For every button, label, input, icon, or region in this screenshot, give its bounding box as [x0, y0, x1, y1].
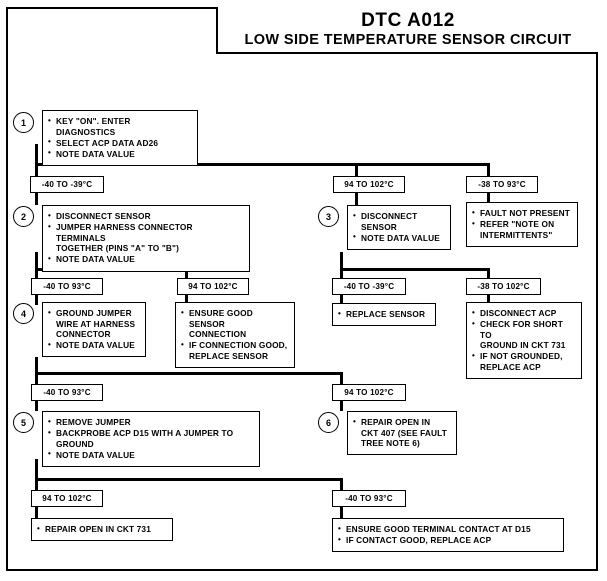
- range-label-94-to-102: 94 TO 102°C: [333, 176, 405, 193]
- connector-bus1-to-range1: [35, 163, 38, 176]
- connector-bus2right-to-rangeC: [340, 268, 343, 278]
- step-number-1: 1: [13, 112, 34, 133]
- box-step-5: REMOVE JUMPER BACKPROBE ACP D15 WITH A J…: [42, 411, 260, 467]
- connector-rangeD-to-acp: [487, 294, 490, 305]
- step-number-3: 3: [318, 206, 339, 227]
- box-fault-not-present: FAULT NOT PRESENT REFER "NOTE ON INTERMI…: [466, 202, 578, 247]
- box-terminal-item: ENSURE GOOD TERMINAL CONTACT AT D15: [338, 524, 557, 535]
- box-replace-sensor-item: REPLACE SENSOR: [338, 309, 429, 320]
- box-repair-open-ckt731: REPAIR OPEN IN CKT 731: [31, 518, 173, 542]
- bus-row1: [35, 163, 490, 166]
- connector-step4-down: [35, 357, 38, 379]
- box-step-1-item: KEY "ON". ENTER DIAGNOSTICS: [48, 115, 191, 137]
- step-number-6: 6: [318, 412, 339, 433]
- range-label-minus38-to-93: -38 TO 93°C: [466, 176, 538, 193]
- connector-range4right-to-terminal: [340, 506, 343, 518]
- connector-range4left-to-repair: [35, 506, 38, 518]
- box-terminal-item: IF CONTACT GOOD, REPLACE ACP: [338, 535, 557, 546]
- range-label-r2-minus38-to-102: -38 TO 102°C: [466, 278, 541, 295]
- box-fault-item: REFER "NOTE ON INTERMITTENTS": [472, 219, 571, 240]
- bus-row3: [35, 372, 343, 375]
- box-acp-item: CHECK FOR SHORT TO GROUND IN CKT 731: [472, 319, 575, 351]
- range-label-r2-94-to-102: 94 TO 102°C: [177, 278, 249, 295]
- box-ensure-item: IF CONNECTION GOOD, REPLACE SENSOR: [181, 340, 288, 361]
- box-step-2-item: NOTE DATA VALUE: [48, 254, 243, 265]
- connector-rangeA-to-step4: [35, 294, 38, 305]
- box-step-3: DISCONNECT SENSOR NOTE DATA VALUE: [347, 205, 451, 250]
- connector-bus2left-to-rangeA: [35, 268, 38, 278]
- connector-step3-down: [340, 252, 343, 270]
- box-step-2: DISCONNECT SENSOR JUMPER HARNESS CONNECT…: [42, 205, 250, 272]
- connector-bus1-to-range3: [487, 163, 490, 176]
- box-acp-item: DISCONNECT ACP: [472, 308, 575, 319]
- connector-range1-to-step2: [35, 192, 38, 205]
- box-step-5-item: REMOVE JUMPER: [48, 417, 253, 428]
- box-repair-item: REPAIR OPEN IN CKT 731: [37, 524, 166, 535]
- step-number-2: 2: [13, 206, 34, 227]
- title-block: DTC A012 LOW SIDE TEMPERATURE SENSOR CIR…: [216, 7, 598, 54]
- box-ensure-item: ENSURE GOOD SENSOR CONNECTION: [181, 308, 288, 340]
- step-number-5: 5: [13, 412, 34, 433]
- box-step-2-item: DISCONNECT SENSOR: [48, 211, 243, 222]
- connector-range3right-to-step6: [340, 400, 343, 411]
- box-step-1-item: SELECT ACP DATA AD26: [48, 137, 191, 149]
- bus-row2-right: [340, 268, 490, 271]
- box-step-1: KEY "ON". ENTER DIAGNOSTICS SELECT ACP D…: [42, 110, 198, 166]
- range-label-minus40-to-minus39: -40 TO -39°C: [30, 176, 104, 193]
- range-label-r4-94-to-102: 94 TO 102°C: [31, 490, 103, 507]
- dtc-code: DTC A012: [361, 9, 455, 31]
- range-label-r2-minus40-to-minus39: -40 TO -39°C: [332, 278, 406, 295]
- range-label-r2-minus40-to-93: -40 TO 93°C: [31, 278, 103, 295]
- range-label-r3-minus40-to-93: -40 TO 93°C: [31, 384, 103, 401]
- connector-bus4-to-range4left: [35, 478, 38, 490]
- circuit-subtitle: LOW SIDE TEMPERATURE SENSOR CIRCUIT: [244, 31, 572, 48]
- box-acp-item: IF NOT GROUNDED, REPLACE ACP: [472, 351, 575, 372]
- box-step-4: GROUND JUMPER WIRE AT HARNESS CONNECTOR …: [42, 302, 146, 358]
- connector-bus3-to-range3left: [35, 372, 38, 384]
- connector-bus2left-to-rangeB: [185, 268, 188, 278]
- box-step-1-item: NOTE DATA VALUE: [48, 148, 191, 160]
- box-step-2-item: JUMPER HARNESS CONNECTOR TERMINALS TOGET…: [48, 222, 243, 254]
- connector-range3left-to-step5: [35, 400, 38, 411]
- box-step-4-item: NOTE DATA VALUE: [48, 340, 139, 351]
- connector-range3-to-fault: [487, 192, 490, 202]
- step-number-4: 4: [13, 303, 34, 324]
- box-ensure-sensor-connection: ENSURE GOOD SENSOR CONNECTION IF CONNECT…: [175, 302, 295, 369]
- box-step-3-item: NOTE DATA VALUE: [353, 232, 444, 244]
- connector-step1-down: [35, 144, 38, 165]
- connector-rangeC-to-replace: [340, 294, 343, 305]
- connector-bus4-to-range4right: [340, 478, 343, 490]
- box-disconnect-acp: DISCONNECT ACP CHECK FOR SHORT TO GROUND…: [466, 302, 582, 380]
- box-step-6-item: REPAIR OPEN IN CKT 407 (SEE FAULT TREE N…: [353, 417, 450, 449]
- box-fault-item: FAULT NOT PRESENT: [472, 208, 571, 219]
- range-label-r4-minus40-to-93: -40 TO 93°C: [332, 490, 406, 507]
- connector-bus3-to-range3right: [340, 372, 343, 384]
- connector-bus2right-to-rangeD: [487, 268, 490, 278]
- bus-row4: [35, 478, 343, 481]
- box-terminal-contact: ENSURE GOOD TERMINAL CONTACT AT D15 IF C…: [332, 518, 564, 553]
- connector-step2-down: [35, 252, 38, 270]
- box-step-6: REPAIR OPEN IN CKT 407 (SEE FAULT TREE N…: [347, 411, 457, 456]
- box-replace-sensor: REPLACE SENSOR: [332, 303, 436, 327]
- connector-step5-down: [35, 459, 38, 481]
- box-step-4-item: GROUND JUMPER WIRE AT HARNESS CONNECTOR: [48, 308, 139, 340]
- connector-range2-to-step3: [355, 192, 358, 205]
- range-label-r3-94-to-102: 94 TO 102°C: [332, 384, 406, 401]
- connector-rangeB-to-ensure: [185, 294, 188, 305]
- box-step-5-item: NOTE DATA VALUE: [48, 449, 253, 461]
- box-step-3-item: DISCONNECT SENSOR: [353, 210, 444, 232]
- box-step-5-item: BACKPROBE ACP D15 WITH A JUMPER TO GROUN…: [48, 428, 253, 449]
- connector-bus1-to-range2: [355, 163, 358, 176]
